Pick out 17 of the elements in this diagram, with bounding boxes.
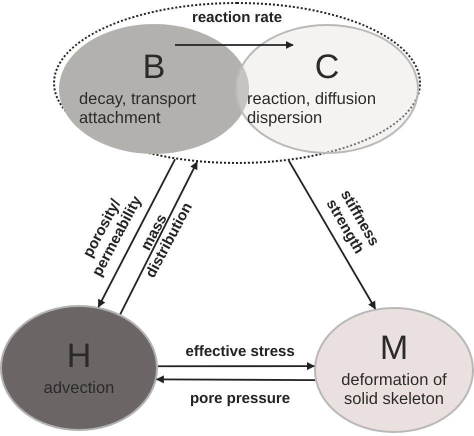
node-description: deformation of solid skeleton [340, 371, 448, 409]
node-description: advection [44, 378, 114, 398]
arrow [156, 375, 316, 384]
node-description: reaction, diffusion dispersion [247, 90, 378, 128]
arrow [119, 161, 198, 315]
node-letter: C [314, 50, 340, 84]
arrow [98, 158, 176, 308]
edge-label: pore pressure [190, 390, 290, 407]
arrow [175, 41, 294, 49]
arrow [288, 160, 376, 310]
node-description: decay, transport attachment [79, 90, 198, 128]
edge-label: effective stress [186, 344, 295, 360]
node-letter: M [380, 331, 408, 366]
node-letter: B [142, 50, 166, 84]
node-letter: H [66, 338, 92, 373]
arrow [158, 362, 315, 370]
edge-label: reaction rate [192, 10, 282, 26]
